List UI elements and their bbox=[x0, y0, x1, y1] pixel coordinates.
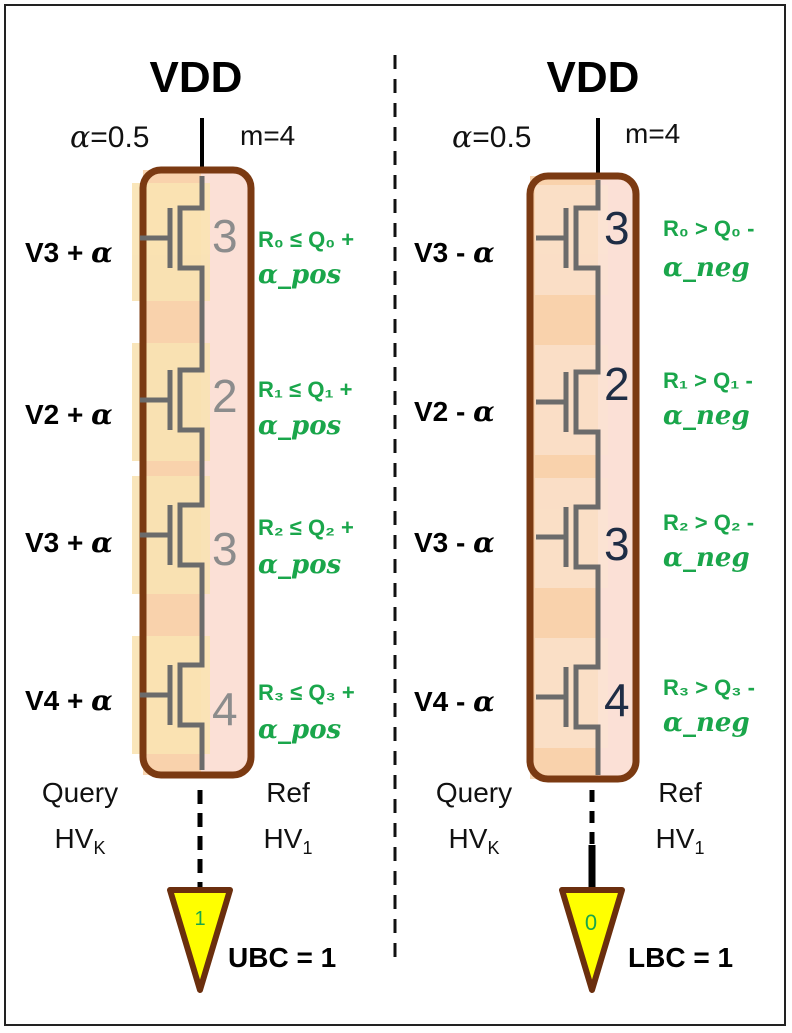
right-condition-2-param: α_neg bbox=[663, 543, 750, 573]
right-result-label: LBC = 1 bbox=[628, 942, 733, 973]
right-vdd-label: VDD bbox=[547, 53, 640, 102]
right-condition-3-param: α_neg bbox=[663, 708, 750, 738]
left-condition-2-param: α_pos bbox=[258, 550, 342, 580]
left-ref-number-0: 3 bbox=[212, 210, 238, 262]
left-transistor-0-gate bbox=[140, 208, 173, 268]
left-condition-3-param: α_pos bbox=[258, 715, 342, 745]
right-condition-2-line1: R₂ > Q₂ - bbox=[663, 510, 754, 535]
left-output-buffer bbox=[167, 887, 233, 993]
right-ref-number-3: 4 bbox=[604, 674, 630, 726]
right-transistor-2-gate bbox=[536, 507, 569, 567]
right-transistor-0-gate bbox=[536, 208, 569, 268]
left-transistor-0 bbox=[177, 176, 205, 343]
right-gate-voltages: V3 - α V2 - α V3 - α V4 - α bbox=[414, 236, 495, 718]
right-transistor-1-gate bbox=[536, 372, 569, 432]
left-condition-1-param: α_pos bbox=[258, 411, 342, 441]
right-condition-1-param: α_neg bbox=[663, 401, 750, 431]
left-transistor-2-gate bbox=[140, 505, 173, 565]
right-gate-voltage-1: V2 - α bbox=[414, 395, 495, 428]
left-m-label: m=4 bbox=[240, 120, 295, 151]
right-m-label: m=4 bbox=[625, 118, 680, 149]
left-transistor-1 bbox=[177, 343, 205, 476]
right-ref-number-0: 3 bbox=[604, 202, 630, 254]
right-condition-0-line1: R₀ > Q₀ - bbox=[663, 216, 754, 241]
left-gate-voltage-0: V3 + α bbox=[25, 236, 113, 269]
right-condition-3-line1: R₃ > Q₃ - bbox=[663, 675, 755, 700]
right-panel: VDD α=0.5 m=4 V3 - α V2 - α V3 - α V bbox=[414, 53, 755, 993]
left-ref-number-1: 2 bbox=[212, 370, 238, 422]
left-condition-0-param: α_pos bbox=[258, 260, 342, 290]
right-ref-label: Ref bbox=[658, 777, 702, 808]
left-output-bit: 1 bbox=[194, 908, 205, 930]
left-gate-voltage-1: V2 + α bbox=[25, 398, 113, 431]
left-condition-2-line1: R₂ ≤ Q₂ + bbox=[258, 515, 354, 540]
left-ref-number-2: 3 bbox=[212, 523, 238, 575]
left-gate-voltages: V3 + α V2 + α V3 + α V4 + α bbox=[25, 236, 113, 717]
left-chain-border bbox=[139, 166, 255, 779]
left-condition-1-line1: R₁ ≤ Q₁ + bbox=[258, 377, 353, 402]
left-transistor-3-gate bbox=[140, 665, 173, 725]
left-query-hv: HVK bbox=[55, 823, 106, 858]
right-gate-voltage-3: V4 - α bbox=[414, 685, 495, 718]
right-ref-number-1: 2 bbox=[604, 358, 630, 410]
right-chain-border bbox=[526, 172, 640, 783]
left-transistors bbox=[140, 176, 205, 770]
right-output-bit: 0 bbox=[585, 910, 597, 935]
left-vdd-label: VDD bbox=[150, 53, 243, 102]
left-ref-label: Ref bbox=[266, 777, 310, 808]
left-ref-number-3: 4 bbox=[212, 683, 238, 735]
right-ref-hv: HV1 bbox=[656, 823, 705, 858]
right-transistor-1 bbox=[573, 345, 601, 478]
right-ref-number-2: 3 bbox=[604, 518, 630, 570]
right-ref-numbers: 3 2 3 4 bbox=[604, 202, 630, 726]
right-condition-0-param: α_neg bbox=[663, 253, 750, 283]
left-gate-voltage-2: V3 + α bbox=[25, 526, 113, 559]
right-gate-voltage-2: V3 - α bbox=[414, 526, 495, 559]
left-transistor-2 bbox=[177, 476, 205, 636]
left-ref-hv: HV1 bbox=[264, 823, 313, 858]
right-query-label: Query bbox=[436, 777, 512, 808]
right-conditions: R₀ > Q₀ - α_neg R₁ > Q₁ - α_neg R₂ > Q₂ … bbox=[663, 216, 755, 738]
right-transistor-3-gate bbox=[536, 667, 569, 727]
left-alpha-label: α=0.5 bbox=[70, 120, 150, 155]
right-query-hv: HVK bbox=[449, 823, 500, 858]
left-conditions: R₀ ≤ Q₀ + α_pos R₁ ≤ Q₁ + α_pos R₂ ≤ Q₂ … bbox=[258, 227, 355, 745]
right-transistor-2 bbox=[573, 478, 601, 638]
left-gate-voltage-3: V4 + α bbox=[25, 684, 113, 717]
right-transistor-3 bbox=[573, 638, 601, 775]
left-panel: VDD α=0.5 m=4 V3 + α V2 + α bbox=[25, 53, 355, 993]
right-transistors bbox=[536, 180, 601, 775]
left-query-label: Query bbox=[42, 777, 118, 808]
left-transistor-1-gate bbox=[140, 370, 173, 430]
left-result-label: UBC = 1 bbox=[228, 942, 336, 973]
right-condition-1-line1: R₁ > Q₁ - bbox=[663, 368, 753, 393]
right-output-buffer bbox=[559, 887, 625, 993]
left-transistor-3 bbox=[177, 636, 205, 770]
right-gate-voltage-0: V3 - α bbox=[414, 236, 495, 269]
left-ref-numbers: 3 2 3 4 bbox=[212, 210, 238, 735]
right-transistor-0 bbox=[573, 180, 601, 345]
left-condition-0-line1: R₀ ≤ Q₀ + bbox=[258, 227, 354, 252]
right-alpha-label: α=0.5 bbox=[452, 120, 532, 155]
left-condition-3-line1: R₃ ≤ Q₃ + bbox=[258, 680, 355, 705]
